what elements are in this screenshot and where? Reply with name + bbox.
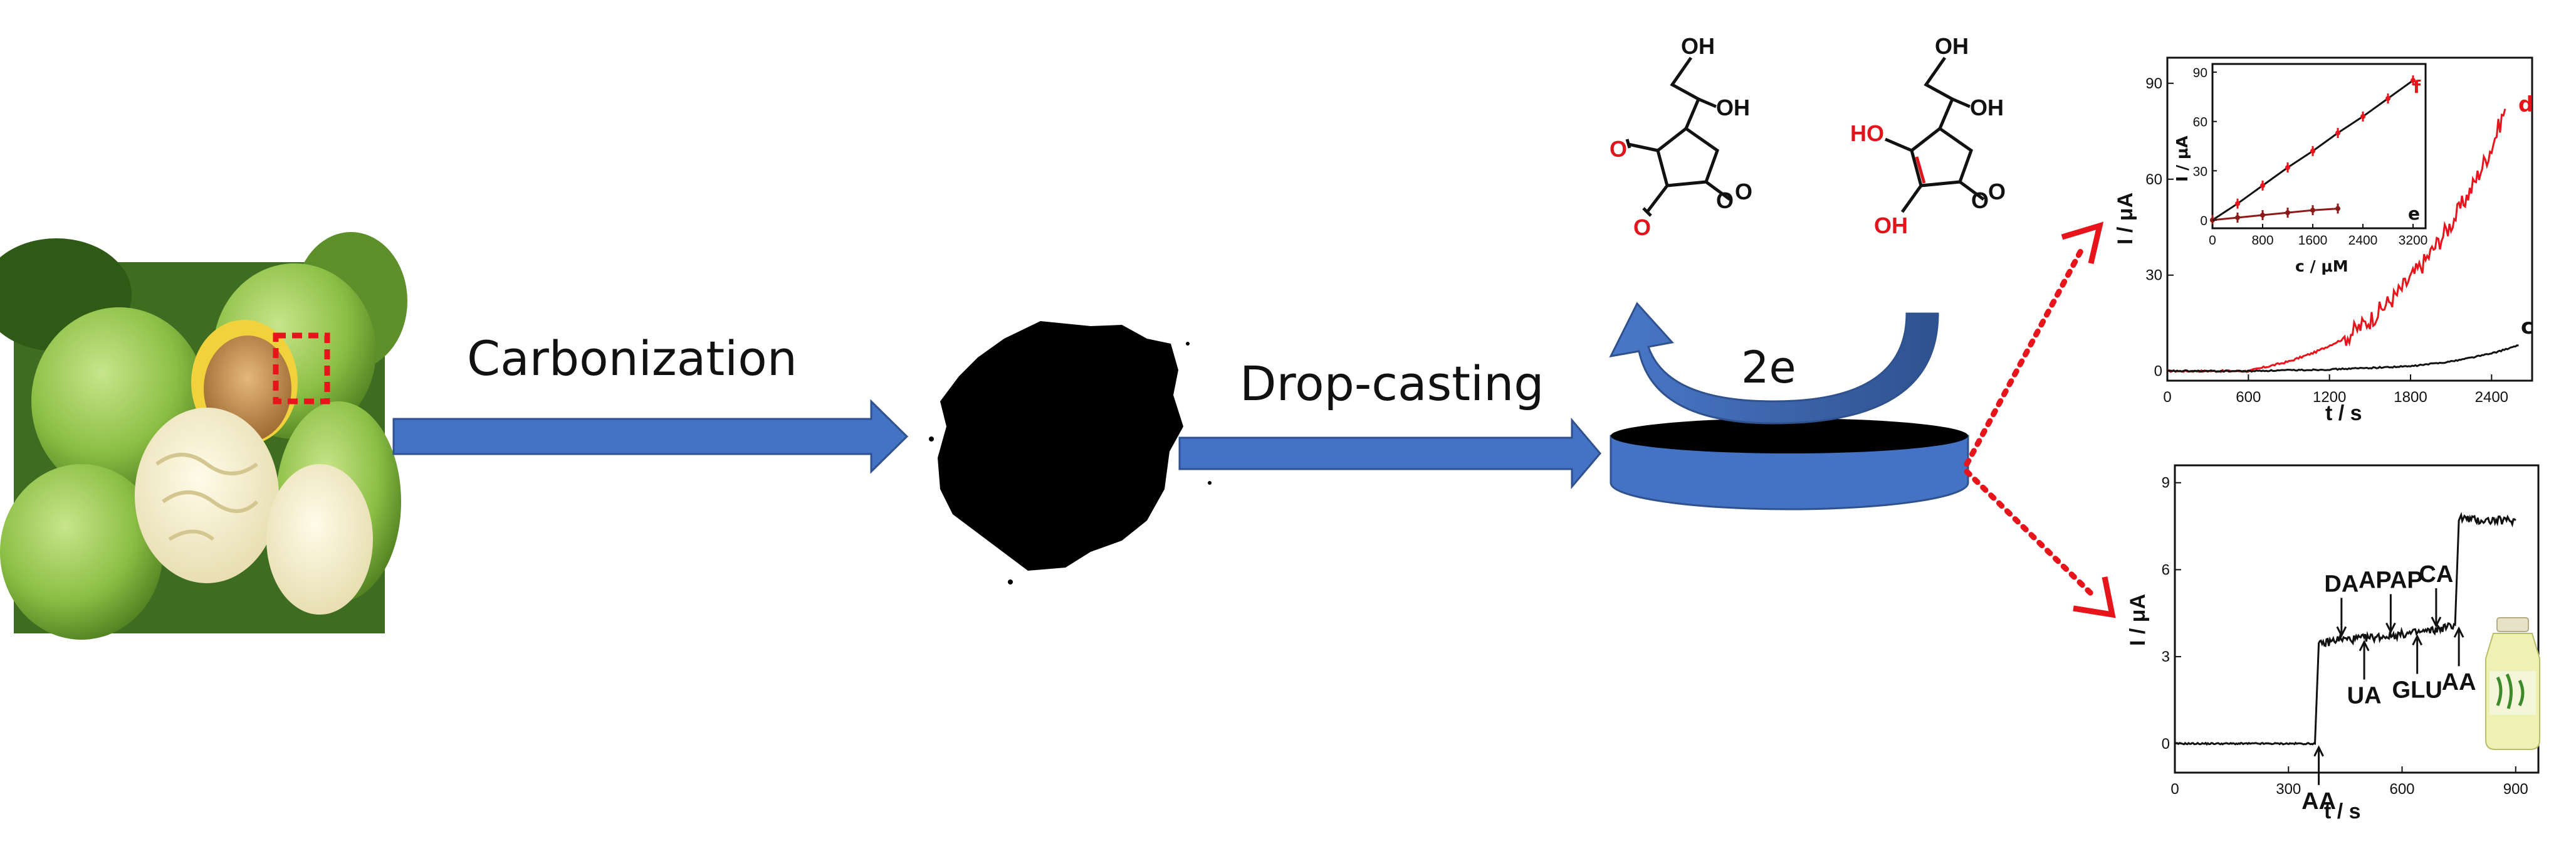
dha-o-2: O xyxy=(1633,214,1651,240)
annotation-label-da: DA xyxy=(2324,571,2359,597)
inset-series-f-marker xyxy=(2360,114,2365,119)
inset-xtick-label: 3200 xyxy=(2399,233,2428,248)
carbon-powder xyxy=(938,321,1183,571)
carbonization-arrow xyxy=(392,399,909,474)
chart1-xtick-label: 2400 xyxy=(2475,389,2508,406)
chart2-ytick-label: 6 xyxy=(2162,561,2170,578)
aa-o-1: O xyxy=(1971,188,1989,213)
annotation-label-ca: CA xyxy=(2419,561,2453,588)
chart2-xtick-label: 0 xyxy=(2170,781,2179,798)
inset-ytick-label: 0 xyxy=(2200,214,2207,228)
annotation-arrowhead xyxy=(2453,626,2464,638)
aa-ho-1: HO xyxy=(1850,120,1884,146)
chart1-xtick-label: 1800 xyxy=(2394,389,2427,406)
series-e-label: e xyxy=(2408,203,2420,224)
inset-xlabel: c / μM xyxy=(2295,257,2348,275)
annotation-arrowhead xyxy=(2336,626,2347,638)
interference-chart: 0 300 600 900 0 3 6 9 AA DA UA APAP GLU CA AA t / s I… xyxy=(2126,464,2540,823)
dha-oh-2: OH xyxy=(1716,95,1750,120)
chart2-xlabel: t / s xyxy=(2324,800,2361,823)
chart1-ytick-label: 60 xyxy=(2145,171,2162,188)
annotation-arrowhead xyxy=(2385,622,2396,634)
red-dotted-arrows xyxy=(1964,221,2116,618)
inset-series-f-marker xyxy=(2385,96,2390,102)
drop-casting-arrow xyxy=(1178,417,1601,490)
electrode xyxy=(1610,418,1969,510)
inset-series-f-marker xyxy=(2235,201,2240,206)
aa-oh-2: OH xyxy=(1970,95,2004,120)
annotation-label-glu: GLU xyxy=(2392,677,2442,704)
electron-transfer-arrow xyxy=(1609,302,1939,425)
chart2-ytick-label: 9 xyxy=(2162,475,2170,492)
drop-casting-label: Drop-casting xyxy=(1240,356,1544,411)
series-c-line xyxy=(2167,344,2519,373)
inset-ytick-label: 90 xyxy=(2193,66,2207,80)
interference-current-line xyxy=(2174,512,2516,746)
inset-ytick-label: 30 xyxy=(2193,164,2207,179)
series-f-label: f xyxy=(2413,77,2421,97)
inset-series-f-marker xyxy=(2285,165,2290,171)
series-c-label: c xyxy=(2521,314,2533,339)
inset-series-e-marker xyxy=(2285,210,2290,216)
inset-xtick-label: 1600 xyxy=(2298,233,2328,248)
dha-o-3: O xyxy=(1716,188,1734,213)
inset-series-e-marker xyxy=(2260,213,2265,218)
aa-o-2: O xyxy=(1988,179,2006,204)
chart1-ylabel: I / μA xyxy=(2113,193,2137,245)
chart2-xtick-label: 300 xyxy=(2276,781,2301,798)
chart1-ytick-label: 30 xyxy=(2145,267,2162,284)
chart1-xlabel: t / s xyxy=(2325,401,2362,425)
inset-series-f-marker xyxy=(2411,78,2416,83)
annotation-label-apap: APAP xyxy=(2359,567,2423,593)
selection-box xyxy=(273,332,330,404)
chart1-xtick-label: 0 xyxy=(2163,389,2171,406)
inset-series-f-marker xyxy=(2335,130,2340,136)
chart1-ytick-label: 90 xyxy=(2145,75,2162,92)
inset-xtick-label: 800 xyxy=(2251,233,2273,248)
annotation-arrowhead xyxy=(2313,745,2324,757)
chart1-ytick-label: 0 xyxy=(2154,363,2162,380)
aa-oh-3: OH xyxy=(1874,213,1908,238)
chart1-xtick-label: 1200 xyxy=(2313,389,2346,406)
inset-ylabel: I / μA xyxy=(2173,135,2191,182)
annotation-arrowhead xyxy=(2412,634,2423,646)
dha-o-1: O xyxy=(1610,136,1627,162)
annotation-label-ua: UA xyxy=(2347,683,2382,709)
inset-xtick-label: 2400 xyxy=(2348,233,2378,248)
annotation-arrowhead xyxy=(2431,616,2442,628)
chart2-xtick-label: 600 xyxy=(2389,781,2414,798)
chart2-ytick-label: 0 xyxy=(2162,736,2170,753)
dha-oh-1: OH xyxy=(1681,33,1715,59)
inset-series-e-marker xyxy=(2310,208,2315,213)
walnut-photo xyxy=(0,232,407,640)
chart2-ytick-label: 3 xyxy=(2162,648,2170,665)
inset-series-e-marker xyxy=(2235,214,2240,220)
series-d-label: d xyxy=(2518,92,2533,117)
aa-oh-1: OH xyxy=(1935,33,1969,59)
chart1-xtick-label: 600 xyxy=(2236,389,2261,406)
inset-ytick-label: 60 xyxy=(2193,115,2207,130)
juice-bottle xyxy=(2485,617,2540,750)
chart2-frame xyxy=(2174,464,2540,774)
annotation-arrowhead xyxy=(2359,640,2370,652)
inset-series-e-fit xyxy=(2212,208,2338,221)
inset-series-f-marker xyxy=(2260,182,2265,188)
ascorbic-acid-structure xyxy=(1885,56,1985,213)
dha-o-4: O xyxy=(1735,179,1752,204)
chart2-xtick-label: 900 xyxy=(2503,781,2528,798)
chart2-ylabel: I / μA xyxy=(2126,594,2150,646)
inset-xtick-label: 0 xyxy=(2209,233,2216,248)
inset-series-e-marker xyxy=(2335,206,2340,211)
electron-count-label: 2e xyxy=(1741,342,1796,393)
carbonization-label: Carbonization xyxy=(467,330,797,386)
annotation-label-aa: AA xyxy=(2301,788,2336,815)
annotation-label-aa: AA xyxy=(2442,669,2476,695)
dehydroascorbic-acid-structure xyxy=(1625,56,1731,217)
inset-series-f-marker xyxy=(2310,148,2315,154)
